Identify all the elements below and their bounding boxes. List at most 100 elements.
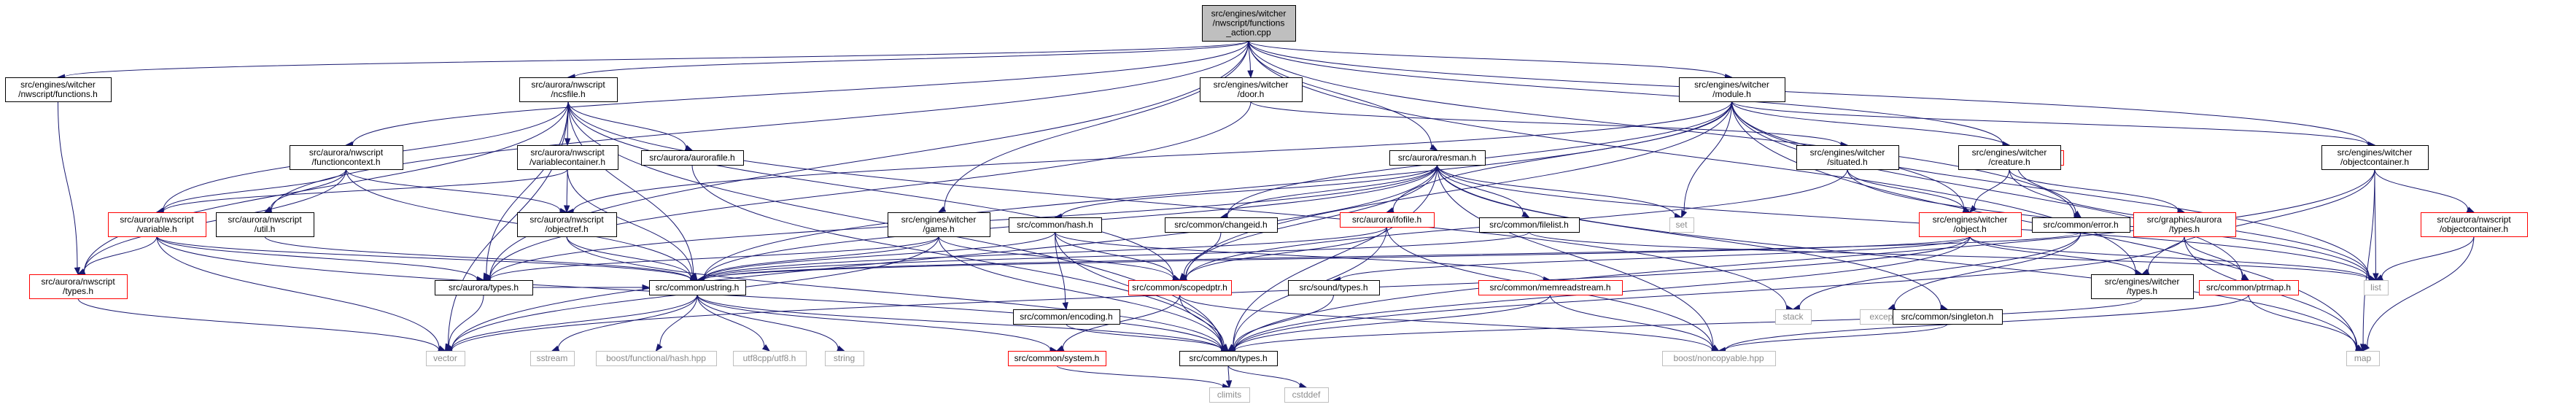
- node-box: [1919, 212, 2022, 237]
- edge-line: [2009, 169, 2179, 211]
- node-root[interactable]: src/engines/witcher/nwscript/functions_a…: [1202, 5, 1296, 42]
- edge-varcont-to-variable: [155, 169, 568, 215]
- node-door[interactable]: src/engines/witcher/door.h: [1200, 77, 1303, 102]
- edge-ustring-to-utf8: [697, 294, 771, 352]
- edge-wobject-to-ustring: [696, 236, 1971, 283]
- edge-line: [2147, 169, 2375, 272]
- edge-root-to-resman: [1248, 40, 1438, 151]
- node-stack[interactable]: stack: [1775, 309, 1812, 325]
- node-fctx[interactable]: src/aurora/nwscript/functioncontext.h: [290, 145, 403, 170]
- node-label-line: src/common/encoding.h: [1020, 311, 1112, 322]
- node-hash[interactable]: src/common/hash.h: [1009, 217, 1102, 233]
- node-game[interactable]: src/engines/witcher/game.h: [888, 212, 990, 237]
- node-box: [2032, 217, 2130, 233]
- node-box: [1202, 5, 1296, 42]
- edge-resman-to-filelist: [1437, 164, 1530, 218]
- edge-wobject-to-wtypes: [1969, 236, 2144, 276]
- edge-wtypes-to-ctypes: [1227, 298, 2143, 354]
- node-gtypes[interactable]: src/graphics/aurora/types.h: [2133, 212, 2236, 237]
- node-resman[interactable]: src/aurora/resman.h: [1389, 150, 1486, 166]
- edge-line: [264, 236, 691, 280]
- edge-line: [567, 101, 694, 275]
- node-box: [1669, 217, 1694, 233]
- edge-arrowhead: [2241, 274, 2250, 281]
- node-boosthash[interactable]: boost/functional/hash.hpp: [596, 351, 717, 366]
- node-utf8[interactable]: utf8cpp/utf8.h: [733, 351, 807, 366]
- edge-line: [1233, 164, 1438, 347]
- node-util[interactable]: src/aurora/nwscript/util.h: [216, 212, 314, 237]
- node-box: [29, 274, 128, 299]
- node-creature[interactable]: src/engines/witcher/creature.h: [1958, 145, 2061, 170]
- node-scopedptr[interactable]: src/common/scopedptr.h: [1128, 280, 1232, 295]
- node-varcont[interactable]: src/aurora/nwscript/variablecontainer.h: [517, 145, 618, 170]
- edge-line: [449, 294, 484, 346]
- node-box: [596, 351, 717, 366]
- node-atypes[interactable]: src/aurora/types.h: [435, 280, 533, 295]
- node-vector[interactable]: vector: [426, 351, 465, 366]
- edge-line: [1055, 231, 1545, 280]
- edge-module-to-objcont: [1731, 101, 2376, 148]
- node-wtypes[interactable]: src/engines/witcher/types.h: [2091, 274, 2194, 299]
- node-filelist[interactable]: src/common/filelist.h: [1479, 217, 1580, 233]
- node-box: [1179, 351, 1278, 366]
- node-ptrmap[interactable]: src/common/ptrmap.h: [2199, 280, 2299, 295]
- node-set[interactable]: set: [1669, 217, 1694, 233]
- node-label-line: map: [2354, 353, 2372, 363]
- node-cstddef[interactable]: cstddef: [1284, 387, 1329, 403]
- node-situated[interactable]: src/engines/witcher/situated.h: [1796, 145, 1899, 170]
- edge-line: [1529, 231, 2370, 280]
- node-sstream[interactable]: sstream: [530, 351, 575, 366]
- node-singleton[interactable]: src/common/singleton.h: [1893, 309, 2003, 325]
- edge-line: [352, 40, 1249, 144]
- node-noncopy[interactable]: boost/noncopyable.hpp: [1662, 351, 1776, 366]
- node-wobject[interactable]: src/engines/witcher/object.h: [1919, 212, 2022, 237]
- node-box: [2199, 280, 2299, 295]
- node-string[interactable]: string: [825, 351, 864, 366]
- node-objref[interactable]: src/aurora/nwscript/objectref.h: [517, 212, 617, 237]
- node-map[interactable]: map: [2346, 351, 2380, 366]
- node-system[interactable]: src/common/system.h: [1008, 351, 1106, 366]
- node-list[interactable]: list: [2364, 280, 2389, 295]
- edge-arrowhead: [684, 144, 694, 151]
- node-variable[interactable]: src/aurora/nwscript/variable.h: [108, 212, 206, 237]
- edge-line: [2362, 169, 2375, 345]
- edge-line: [156, 236, 478, 279]
- edge-line: [1248, 40, 1432, 147]
- edge-line: [1437, 164, 1524, 214]
- node-box: [435, 280, 533, 295]
- edge-root-to-module: [1248, 40, 1733, 80]
- edge-arrowhead: [1386, 207, 1394, 214]
- node-box: [1340, 212, 1435, 228]
- edge-line: [1339, 236, 1971, 280]
- node-memstream[interactable]: src/common/memreadstream.h: [1478, 280, 1623, 295]
- node-nwtypes[interactable]: src/aurora/nwscript/types.h: [29, 274, 128, 299]
- node-changeid[interactable]: src/common/changeid.h: [1165, 217, 1278, 233]
- node-box: [1288, 280, 1380, 295]
- node-box: [2364, 280, 2389, 295]
- node-module[interactable]: src/engines/witcher/module.h: [1679, 77, 1785, 102]
- node-ifofile[interactable]: src/aurora/ifofile.h: [1340, 212, 1435, 228]
- node-ncsfile[interactable]: src/aurora/nwscript/ncsfile.h: [519, 77, 618, 102]
- edge-scopedptr-to-noncopy: [1179, 294, 1720, 354]
- edge-fctx-to-variable: [155, 169, 346, 214]
- node-ustring[interactable]: src/common/ustring.h: [649, 280, 746, 295]
- edge-objcont-to-list: [2373, 169, 2379, 282]
- edge-line: [63, 40, 1249, 78]
- node-ctypes[interactable]: src/common/types.h: [1179, 351, 1278, 366]
- node-fnh[interactable]: src/engines/witcher/nwscript/functions.h: [5, 77, 112, 102]
- node-sndtypes[interactable]: src/sound/types.h: [1288, 280, 1380, 295]
- node-climits[interactable]: climits: [1209, 387, 1250, 403]
- edge-memstream-to-noncopy: [1550, 294, 1720, 352]
- edge-ncsfile-to-scopedptr: [567, 101, 1181, 282]
- node-label-line: src/engines/witcher: [1694, 80, 1769, 90]
- node-error[interactable]: src/common/error.h: [2032, 217, 2130, 233]
- node-encoding[interactable]: src/common/encoding.h: [1013, 309, 1120, 325]
- edge-ustring-to-sstream: [551, 294, 698, 352]
- node-nwobjcont[interactable]: src/aurora/nwscript/objectcontainer.h: [2421, 212, 2528, 237]
- node-aurorafile[interactable]: src/aurora/aurorafile.h: [641, 150, 744, 166]
- edge-line: [163, 169, 346, 212]
- edge-line: [1893, 231, 2082, 307]
- edge-variable-to-atypes: [156, 236, 485, 282]
- edge-aurorafile-to-ctypes: [691, 164, 1230, 352]
- node-objcont[interactable]: src/engines/witcher/objectcontainer.h: [2321, 145, 2429, 170]
